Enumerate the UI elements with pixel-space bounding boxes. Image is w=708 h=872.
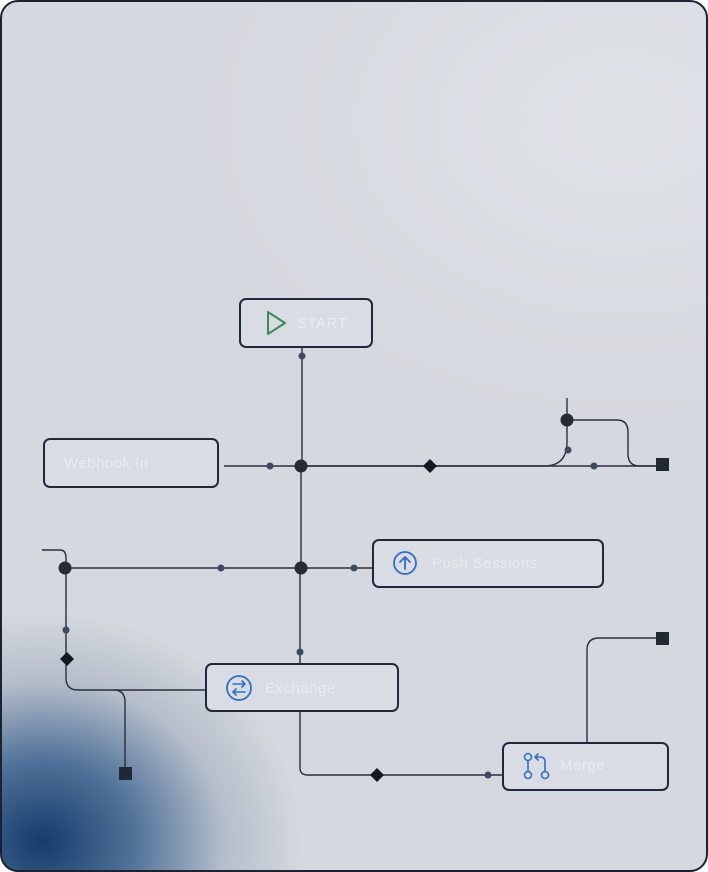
edge-left-stub [42, 549, 67, 568]
node-upload[interactable]: Push Sessions [372, 539, 604, 588]
node-start[interactable]: START [239, 298, 373, 348]
edge-dot [62, 626, 70, 634]
edge-dots [62, 352, 598, 779]
edge-dot [217, 564, 225, 572]
diamond-marker [60, 652, 74, 666]
edge-dot [564, 446, 572, 454]
edge-exchange-to-merge [299, 712, 502, 776]
edge-dot [590, 462, 598, 470]
edges [42, 348, 662, 776]
play-icon [267, 311, 286, 335]
junction-dot [560, 413, 574, 427]
arrow-up-circle-icon [393, 551, 417, 575]
diamond-marker [370, 768, 384, 782]
terminal-square [656, 632, 669, 645]
edge-left-terminal [113, 689, 126, 772]
node-merge-label: Merge [560, 757, 605, 774]
node-merge[interactable]: Merge [502, 742, 669, 791]
edge-dot [484, 771, 492, 779]
edge-dot [350, 564, 358, 572]
node-start-label: START [297, 315, 347, 332]
diamonds [60, 459, 437, 782]
junction-dot [294, 561, 308, 575]
edge-dot [296, 648, 304, 656]
swap-circle-icon [226, 675, 252, 701]
node-upload-label: Push Sessions [432, 555, 538, 572]
junction-dot [294, 459, 308, 473]
junctions [58, 413, 574, 575]
edge-merge-to-terminal [586, 637, 662, 742]
junction-dot [58, 561, 72, 575]
terminal-square [656, 458, 669, 471]
git-pull-request-icon [523, 752, 550, 780]
edge-loop-right [567, 419, 662, 467]
edge-dot [298, 352, 306, 360]
node-source[interactable]: Webhook In [43, 438, 219, 488]
edge-junction-to-right [301, 420, 568, 467]
node-source-label: Webhook In [64, 455, 149, 472]
edge-left-vertical [65, 568, 206, 691]
diamond-marker [423, 459, 437, 473]
terminal-square [119, 767, 132, 780]
node-exchange[interactable]: Exchange [205, 663, 399, 712]
node-exchange-label: Exchange [265, 680, 336, 697]
terminals [119, 458, 669, 780]
edge-dot [266, 462, 274, 470]
